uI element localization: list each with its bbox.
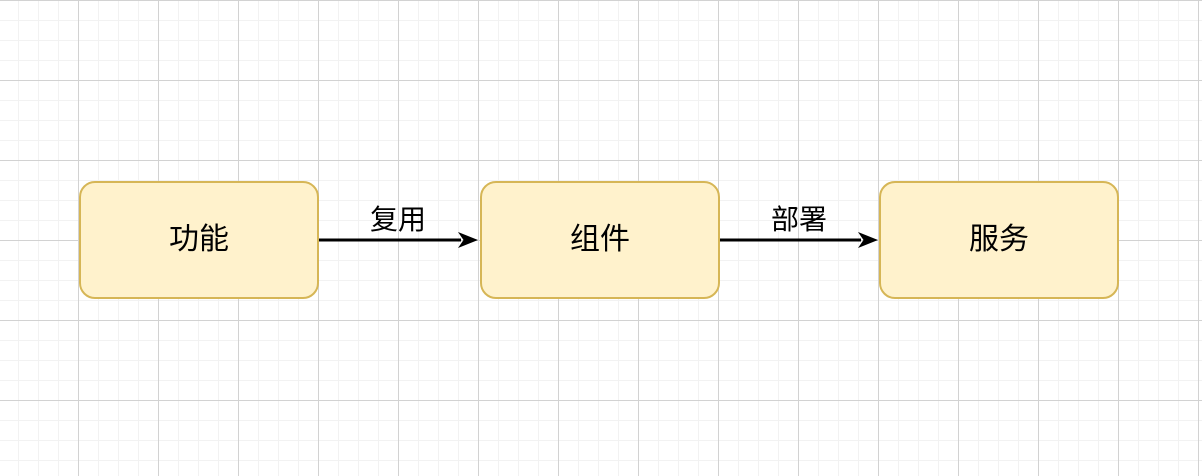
- node-service[interactable]: 服务: [879, 181, 1119, 299]
- arrowhead-icon: [458, 232, 478, 248]
- edge-deploy[interactable]: [720, 232, 878, 248]
- edge-reuse-label[interactable]: 复用: [369, 204, 427, 235]
- arrowhead-icon: [858, 232, 878, 248]
- node-service-label: 服务: [969, 223, 1029, 256]
- edge-deploy-label[interactable]: 部署: [770, 204, 828, 235]
- node-function-label: 功能: [169, 223, 229, 256]
- node-function[interactable]: 功能: [79, 181, 319, 299]
- edge-reuse[interactable]: [319, 232, 478, 248]
- node-component[interactable]: 组件: [480, 181, 720, 299]
- node-component-label: 组件: [570, 223, 630, 256]
